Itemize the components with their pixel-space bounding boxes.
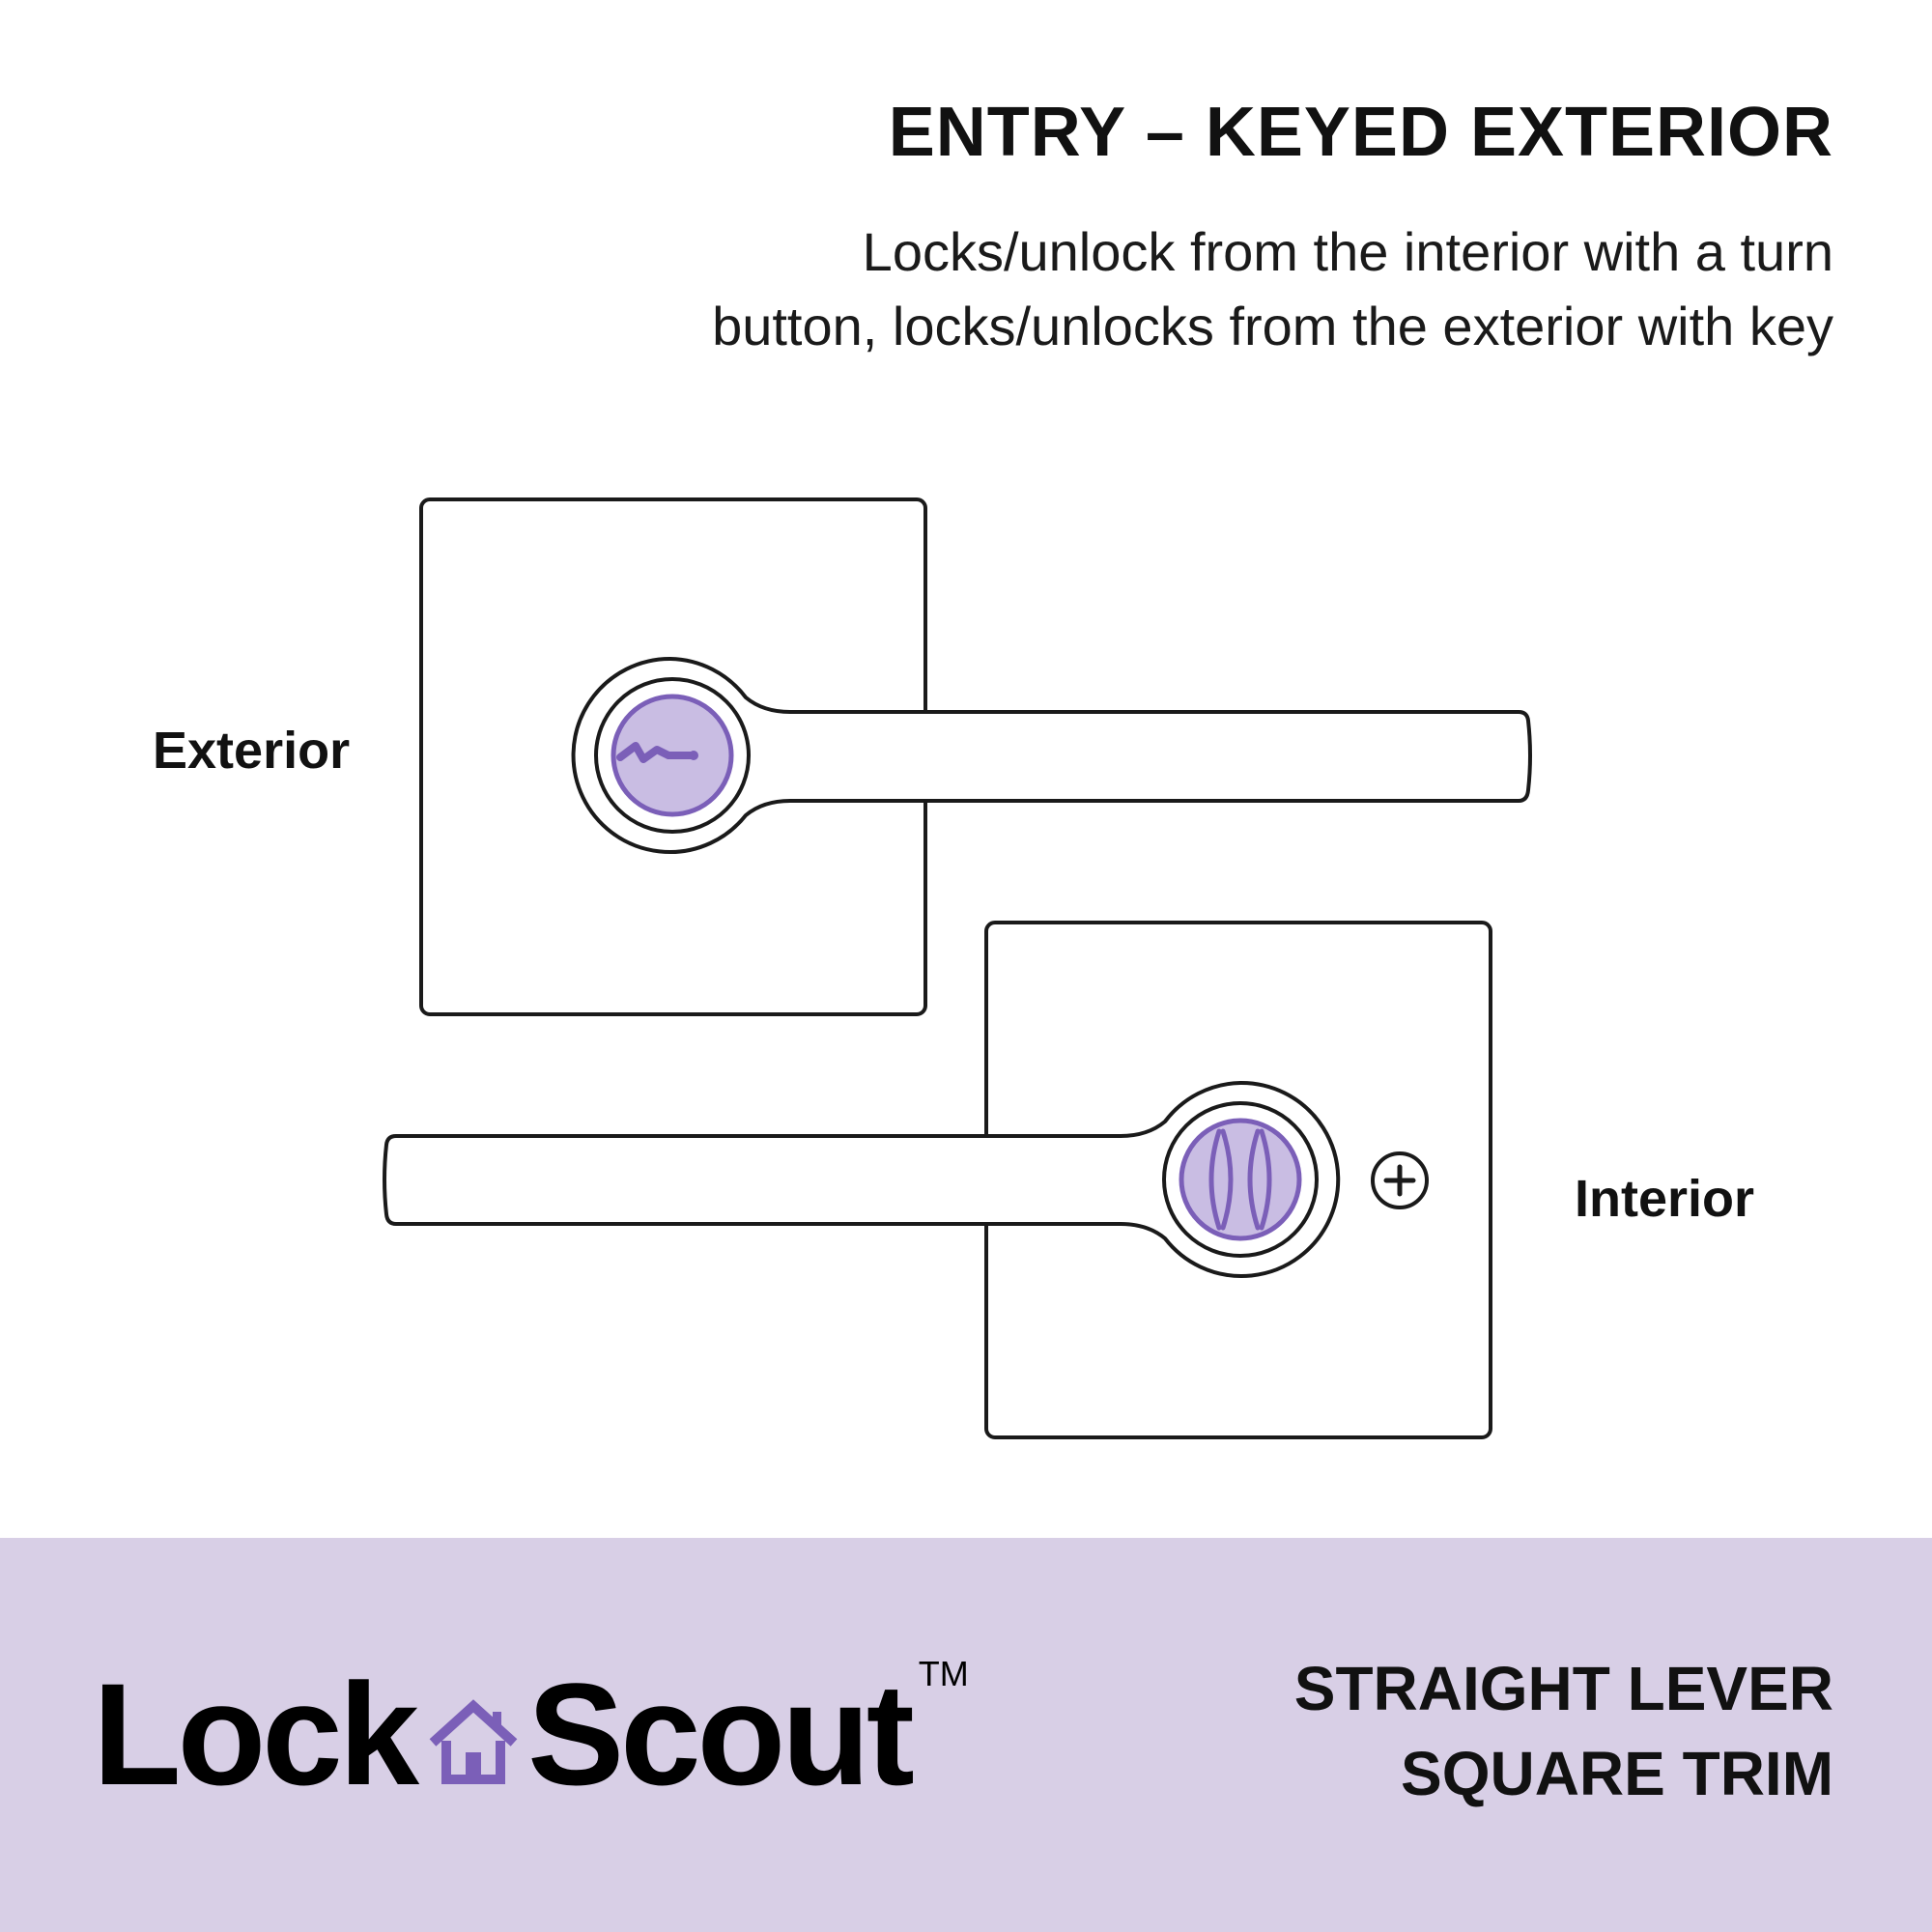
footer-band: Lock Scout TM STRAIGHT LEVER SQUARE TRIM xyxy=(0,1538,1932,1932)
house-icon xyxy=(429,1699,518,1784)
brand-word-scout: Scout xyxy=(527,1653,915,1815)
product-name: STRAIGHT LEVER SQUARE TRIM xyxy=(1294,1646,1833,1816)
turn-button-grip-icon xyxy=(1208,1128,1272,1231)
function-title: ENTRY – KEYED EXTERIOR xyxy=(888,94,1833,171)
exterior-label: Exterior xyxy=(153,722,351,780)
product-line-2: SQUARE TRIM xyxy=(1401,1739,1833,1808)
keyway-dot xyxy=(689,751,698,760)
lever-diagram xyxy=(383,497,1532,1439)
trademark-mark: TM xyxy=(918,1654,969,1693)
interior-lever xyxy=(383,1080,1341,1278)
keyway-icon xyxy=(616,742,696,763)
brand-logo: Lock Scout TM xyxy=(93,1653,969,1815)
brand-word-lock: Lock xyxy=(93,1653,419,1815)
description-line-1: Locks/unlock from the interior with a tu… xyxy=(862,221,1833,282)
turn-button xyxy=(1179,1118,1302,1241)
interior-label: Interior xyxy=(1575,1170,1755,1228)
exterior-lever xyxy=(571,656,1532,854)
product-line-1: STRAIGHT LEVER xyxy=(1293,1654,1833,1723)
function-description: Locks/unlock from the interior with a tu… xyxy=(384,214,1833,363)
description-line-2: button, locks/unlocks from the exterior … xyxy=(712,296,1833,356)
screw-cross xyxy=(1383,1164,1416,1197)
